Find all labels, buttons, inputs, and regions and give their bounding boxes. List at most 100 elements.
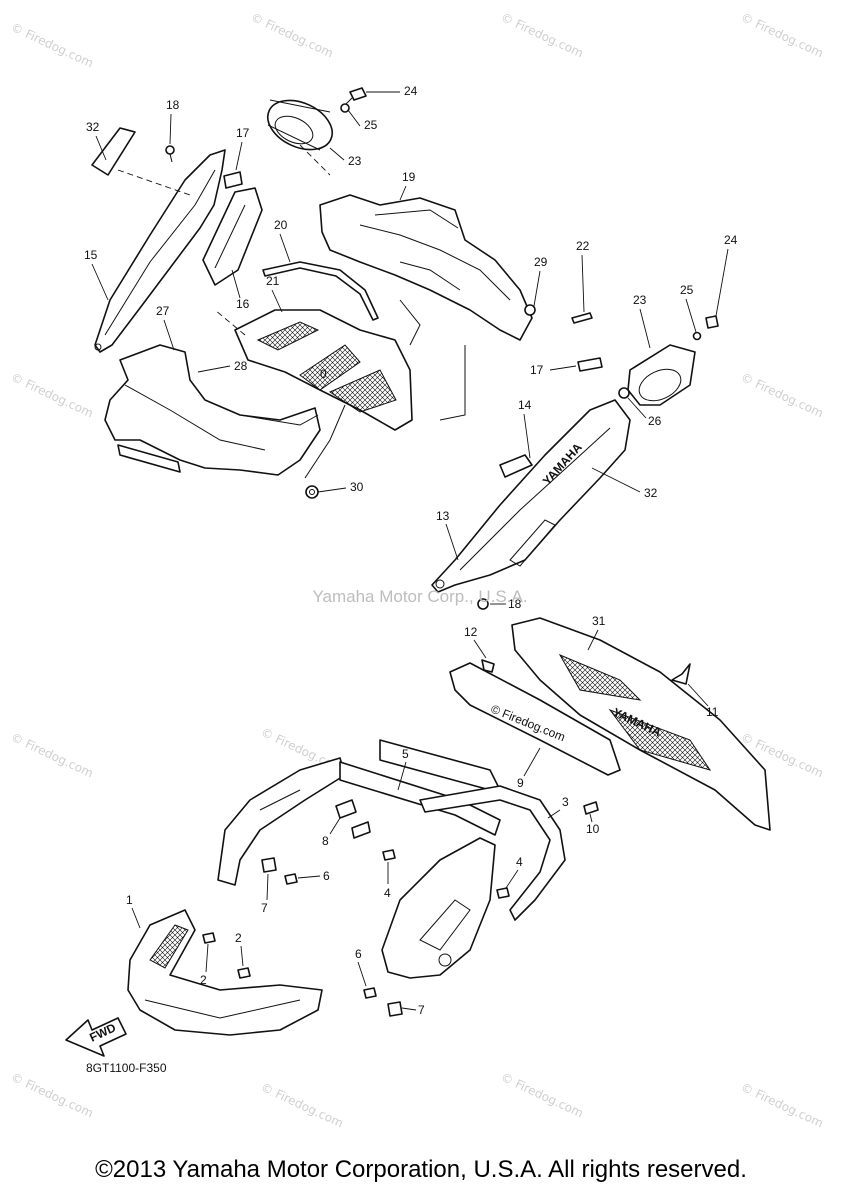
part-pad-17-top: [223, 171, 243, 189]
watermark-text: © Firedog.com: [249, 10, 336, 60]
callout-leader: [329, 817, 341, 835]
watermark-text: © Firedog.com: [9, 1070, 96, 1120]
callout-leader: [399, 185, 407, 201]
callout-label: 9: [517, 776, 524, 790]
part-bracket-27: [104, 344, 321, 476]
callout-label: 23: [348, 154, 362, 168]
callout-leader: [297, 875, 321, 879]
callout-label: 8: [322, 834, 329, 848]
callout-label: 16: [236, 297, 250, 311]
callout-leader: [397, 761, 407, 791]
callout-label: 20: [274, 218, 288, 232]
callout-leader: [357, 961, 367, 987]
callout-leader: [715, 248, 729, 317]
part-front-cover-1: [127, 909, 323, 1036]
callout-label: 7: [261, 901, 268, 915]
part-side-cover-left: [94, 149, 226, 353]
part-pad-17-right: [577, 357, 603, 372]
fwd-arrow-icon: FWD: [65, 1017, 127, 1057]
callout-leader: [271, 289, 283, 313]
callout-label: 22: [576, 239, 590, 253]
part-clip-22: [571, 312, 593, 324]
part-guard-31: YAMAHA: [511, 617, 771, 831]
callout-leader: [95, 135, 107, 161]
callout-leader: [639, 308, 651, 349]
callout-label: 25: [364, 118, 378, 132]
part-bolt-18-top: [165, 145, 175, 163]
callout-leader: [279, 233, 291, 263]
callout-leader: [235, 141, 243, 171]
callout-label: 30: [350, 480, 364, 494]
callout-label: 21: [266, 274, 280, 288]
callout-leader: [240, 945, 244, 967]
part-nut-30: [305, 485, 319, 499]
part-bolt-6b: [363, 987, 377, 999]
watermark-text: © Firedog.com: [499, 10, 586, 60]
part-bushing-8: [335, 799, 371, 839]
callout-label: 6: [323, 869, 330, 883]
watermark-text: © Firedog.com: [259, 1080, 346, 1130]
part-nut-26: [618, 387, 630, 399]
part-clip-7b: [387, 1001, 403, 1017]
callout-label: 11: [706, 705, 719, 719]
part-end-cap-right: [627, 344, 696, 406]
part-mesh-panel-21: 0: [234, 309, 413, 431]
callout-leader: [266, 873, 269, 901]
part-bolt-18-lower: [477, 598, 489, 610]
callout-label: 17: [530, 363, 544, 377]
svg-text:0: 0: [320, 367, 327, 381]
callout-leader: [589, 813, 593, 823]
part-end-cap-top: [267, 99, 333, 151]
callout-leader: [505, 869, 519, 889]
part-bolt-6a: [284, 873, 298, 885]
watermark-text: © Firedog.com: [9, 20, 96, 70]
watermark-text: © Firedog.com: [9, 370, 96, 420]
callout-leader: [347, 109, 361, 127]
callout-label: 31: [592, 614, 606, 628]
part-shield-16: [202, 187, 263, 286]
callout-leader: [587, 629, 599, 651]
part-bolt-29: [524, 304, 536, 316]
part-bolt-24-top: [345, 87, 367, 105]
callout-leader: [685, 298, 697, 333]
callout-label: 10: [586, 822, 600, 836]
part-bolt-4a: [382, 849, 396, 861]
callout-label: 17: [236, 126, 250, 140]
callout-leader: [591, 467, 641, 493]
part-bolt-2b: [237, 967, 251, 979]
callout-leader: [581, 254, 585, 313]
callout-leader: [473, 639, 487, 659]
diagram-code: 8GT1100-F350: [86, 1061, 167, 1075]
callout-leader: [329, 147, 345, 161]
callout-label: 24: [724, 233, 738, 247]
callout-leader: [445, 523, 459, 561]
callout-label: 32: [86, 120, 100, 134]
callout-leader: [131, 907, 141, 929]
callout-label: 15: [84, 248, 98, 262]
part-pipe-3: [419, 785, 566, 921]
parts-diagram: © Firedog.com © Firedog.com © Firedog.com ©…: [9, 10, 826, 1130]
callout-label: 28: [234, 359, 248, 373]
watermark-text: © Firedog.com: [9, 730, 96, 780]
callout-leader: [231, 269, 241, 299]
callout-label: 4: [516, 855, 523, 869]
part-strip-20: [262, 261, 379, 321]
callout-label: 26: [648, 414, 662, 428]
watermark-text: © Firedog.com: [499, 1070, 586, 1120]
callout-leader: [197, 365, 231, 373]
callout-leader: [163, 319, 175, 351]
callout-leader: [523, 747, 541, 777]
assembly-lines: [117, 144, 466, 479]
callout-label: 4: [384, 886, 391, 900]
callout-label: 7: [418, 1003, 425, 1017]
callout-label: 1: [126, 893, 133, 907]
callout-leader: [627, 397, 647, 419]
callout-label: 23: [633, 293, 647, 307]
callout-label: 5: [402, 747, 409, 761]
callout-leader: [523, 413, 531, 459]
callout-leader: [687, 683, 709, 707]
callout-label: 3: [562, 795, 569, 809]
watermark-text: © Firedog.com: [739, 10, 826, 60]
part-side-cover-13: YAMAHA: [431, 399, 631, 593]
callout-labels: 1223445667789101112131415161717181819202…: [84, 84, 738, 1017]
